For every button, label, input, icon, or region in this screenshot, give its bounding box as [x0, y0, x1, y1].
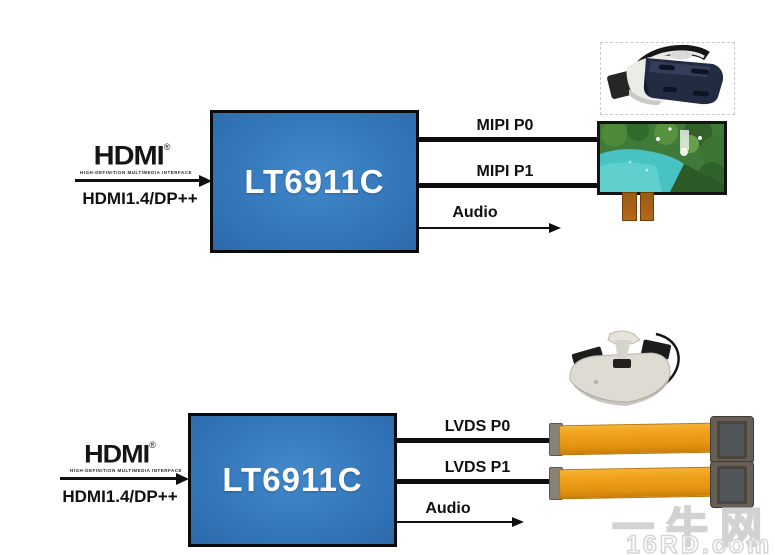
- audio-arrowhead-icon-top: [549, 223, 561, 233]
- connector-screen: [717, 421, 747, 459]
- hdmi-wordmark: HDMI: [93, 141, 165, 171]
- mipi-p0-label: MIPI P0: [476, 117, 534, 134]
- hdmi-tagline: HIGH-DEFINITION MULTIMEDIA INTERFACE: [70, 468, 182, 473]
- lvds-p0-line: [397, 438, 551, 443]
- lcd-panel-scene: [600, 118, 732, 192]
- cable-right-connector: [710, 461, 754, 508]
- hdmi-reg-mark: ®: [149, 440, 156, 450]
- hmd-headset-image: [558, 322, 695, 418]
- chip-box-bottom: LT6911C: [188, 413, 397, 547]
- hdmi-tagline: HIGH-DEFINITION MULTIMEDIA INTERFACE: [80, 170, 192, 175]
- vr-headset-graphic: [601, 43, 734, 114]
- hdmi-logo: HDMI® HIGH-DEFINITION MULTIMEDIA INTERFA…: [80, 141, 192, 180]
- vr-headset-image: [600, 42, 735, 115]
- hdmi-input-arrowhead-icon: [176, 472, 189, 485]
- chip-box-top: LT6911C: [210, 110, 419, 253]
- audio-arrowhead-icon-bottom: [512, 517, 524, 527]
- lcd-panel-image: [597, 118, 732, 195]
- hdmi-wordmark: HDMI: [84, 440, 150, 468]
- lvds-p0-label: LVDS P0: [444, 418, 511, 435]
- audio-line-bottom: [397, 521, 513, 523]
- mipi-p1-line: [419, 183, 598, 188]
- cable-ribbon: [558, 422, 714, 456]
- panel-flex-tab: [622, 192, 637, 221]
- audio-label-top: Audio: [452, 204, 498, 221]
- audio-label-bottom: Audio: [425, 500, 471, 517]
- chip-label: LT6911C: [222, 461, 363, 498]
- watermark-site: 16RD.com: [625, 530, 773, 555]
- hdmi-input-arrow-line: [60, 477, 177, 480]
- hdmi-input-label: HDMI1.4/DP++: [62, 487, 178, 506]
- hmd-headset-graphic: [569, 330, 680, 406]
- audio-line-top: [419, 227, 550, 229]
- connector-screen: [717, 465, 747, 504]
- panel-flex-tab: [640, 192, 654, 221]
- watermark-cn: 一牛网: [611, 503, 775, 552]
- hdmi-reg-mark: ®: [163, 142, 171, 152]
- chip-label: LT6911C: [244, 162, 385, 200]
- mipi-p0-line: [419, 137, 598, 142]
- hdmi-logo: HDMI® HIGH-DEFINITION MULTIMEDIA INTERFA…: [70, 440, 182, 478]
- mipi-p1-label: MIPI P1: [476, 163, 534, 180]
- hdmi-input-arrowhead-icon: [199, 174, 212, 187]
- hdmi-input-label: HDMI1.4/DP++: [82, 189, 198, 208]
- cable-right-connector: [710, 416, 754, 464]
- lvds-p1-label: LVDS P1: [444, 459, 511, 476]
- lvds-p1-line: [397, 479, 551, 484]
- hdmi-input-arrow-line: [75, 179, 202, 182]
